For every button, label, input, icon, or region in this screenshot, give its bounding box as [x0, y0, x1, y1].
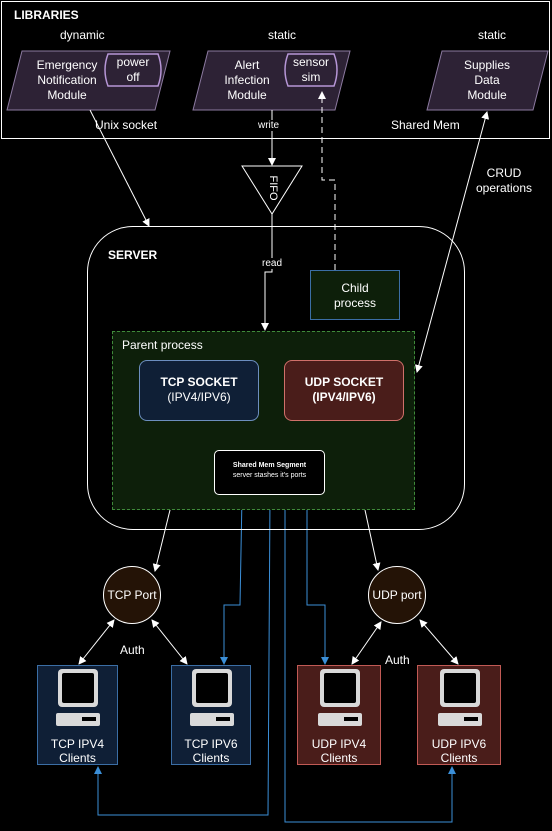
udp-port-label: UDP port: [372, 588, 422, 602]
child-line2: process: [333, 296, 377, 310]
tcp-port-label: TCP Port: [107, 588, 157, 602]
fifo-label: FIFO: [267, 175, 279, 201]
computer-icon: [56, 669, 100, 726]
udp-ipv4-line2: Clients: [320, 751, 358, 765]
computer-icon: [318, 669, 362, 726]
unix-socket-label: Unix socket: [95, 118, 158, 132]
power-off-tab: power off: [108, 55, 158, 85]
tcp-socket-box: TCP SOCKET (IPV4/IPV6): [139, 360, 259, 421]
alert-line3: Module: [227, 88, 267, 102]
tcp-port: TCP Port: [103, 566, 161, 624]
parent-process-label: Parent process: [122, 338, 203, 352]
fifo-triangle: [241, 165, 303, 215]
server-box: [87, 226, 465, 530]
libraries-title: LIBRARIES: [14, 8, 79, 22]
udp-socket-box: UDP SOCKET (IPV4/IPV6): [284, 360, 404, 421]
tcp-socket-title: TCP SOCKET: [160, 375, 238, 389]
emergency-module: Emergency Notification Module: [22, 58, 112, 103]
emergency-line2: Notification: [37, 73, 97, 87]
tcp-socket-sub: (IPV4/IPV6): [167, 390, 231, 404]
static-label-supplies: static: [478, 28, 507, 42]
computer-icon: [190, 669, 234, 726]
alert-module: Alert Infection Module: [202, 58, 292, 103]
sensor-line1: sensor: [292, 55, 330, 69]
emergency-line1: Emergency: [36, 58, 98, 72]
tcp-ipv4-line2: Clients: [59, 751, 96, 765]
dynamic-label: dynamic: [60, 28, 105, 42]
supplies-line1: Supplies: [463, 58, 511, 72]
sensor-line2: sim: [301, 70, 321, 84]
shared-mem-label: Shared Mem: [391, 118, 460, 132]
power-off-tab-shape: [104, 53, 162, 87]
child-process-box: Child process: [310, 270, 400, 320]
server-title: SERVER: [108, 248, 158, 262]
write-label: write: [257, 120, 281, 131]
udp-port: UDP port: [368, 566, 426, 624]
crud-line1: CRUD: [486, 166, 522, 180]
udp-ipv6-line2: Clients: [440, 751, 478, 765]
tcp-ipv4-line1: TCP IPV4: [50, 737, 105, 751]
shared-mem-segment: Shared Mem Segment server stashes it's p…: [214, 450, 325, 495]
static-label-alert: static: [268, 28, 297, 42]
auth-label-right: Auth: [385, 653, 410, 667]
power-off-line2: off: [126, 70, 140, 84]
supplies-module-shape: [426, 50, 549, 111]
shm-subtitle: server stashes it's ports: [232, 472, 307, 479]
child-line1: Child: [341, 281, 369, 295]
crud-label: CRUD operations: [474, 166, 534, 196]
udp-ipv6-clients: UDP IPV6 Clients: [417, 665, 501, 765]
supplies-module: Supplies Data Module: [442, 58, 532, 103]
tcp-ipv4-clients: TCP IPV4 Clients: [37, 665, 118, 765]
supplies-line3: Module: [467, 88, 507, 102]
emergency-line3: Module: [47, 88, 87, 102]
computer-icon: [438, 669, 482, 726]
tcp-ipv6-clients: TCP IPV6 Clients: [171, 665, 251, 765]
tcp-ipv6-line2: Clients: [192, 751, 230, 765]
udp-ipv6-line1: UDP IPV6: [431, 737, 487, 751]
read-label: read: [260, 258, 285, 269]
udp-socket-sub: (IPV4/IPV6): [312, 390, 376, 404]
udp-socket-title: UDP SOCKET: [304, 375, 384, 389]
auth-label-left: Auth: [120, 643, 145, 657]
power-off-line1: power: [116, 55, 150, 69]
alert-line2: Infection: [224, 73, 270, 87]
crud-line2: operations: [475, 181, 533, 195]
shm-title: Shared Mem Segment: [232, 462, 307, 469]
sensor-sim-tab: sensor sim: [286, 55, 336, 85]
sensor-sim-tab-shape: [284, 53, 338, 87]
supplies-line2: Data: [474, 73, 500, 87]
tcp-ipv6-line1: TCP IPV6: [184, 737, 238, 751]
alert-line1: Alert: [234, 58, 260, 72]
udp-ipv4-line1: UDP IPV4: [311, 737, 367, 751]
udp-ipv4-clients: UDP IPV4 Clients: [297, 665, 381, 765]
